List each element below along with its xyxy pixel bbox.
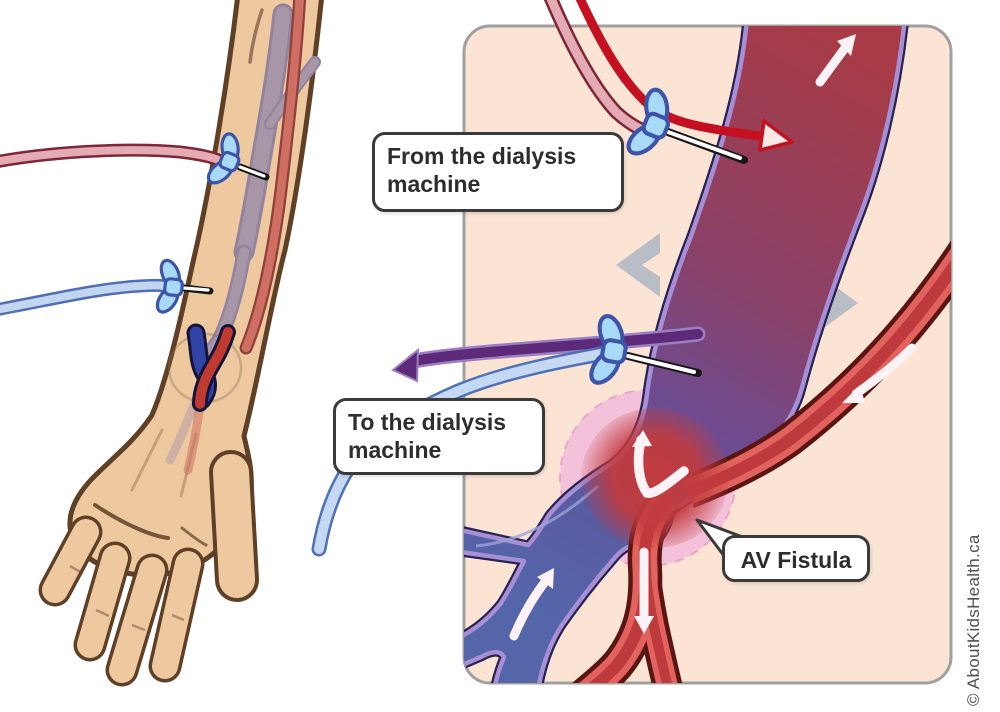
flow-arrowhead	[537, 568, 554, 589]
flow-arrowhead	[842, 385, 865, 403]
ring-finger	[73, 541, 132, 662]
to-dialysis-machine-label: To the dialysis machine	[333, 398, 545, 475]
index-finger	[148, 547, 205, 683]
finger-creases	[69, 564, 185, 632]
flow-arrowhead	[634, 616, 654, 634]
flow-arrows	[509, 34, 917, 712]
red-arrowhead-icon	[758, 119, 794, 152]
flow-arrow-up-icon	[815, 43, 850, 87]
copyright-text: © AboutKidsHealth.ca	[964, 534, 983, 706]
arm-illustration	[0, 0, 324, 687]
knuckle-crease	[180, 526, 208, 547]
arm-fistula-site	[167, 323, 243, 412]
av-fistula-label: AV Fistula	[722, 535, 870, 582]
artery-upper	[681, 240, 951, 508]
panel-vessels	[464, 26, 951, 712]
flow-arrowhead	[837, 34, 856, 56]
enlargement-arrow-left-icon	[616, 233, 660, 297]
needle	[666, 130, 742, 160]
middle-finger	[105, 553, 169, 687]
arm-muscle-line	[248, 8, 264, 64]
anastomosis-glow	[581, 408, 729, 548]
purple-arrowhead-icon	[391, 347, 420, 383]
needle	[626, 354, 696, 374]
hand-fingers	[38, 450, 259, 687]
needle	[238, 165, 266, 178]
arm-arterial-line	[0, 126, 270, 194]
pinky-finger	[38, 515, 103, 607]
thumb	[209, 450, 259, 602]
needle	[182, 286, 210, 292]
flow-arrowhead	[632, 430, 652, 447]
from-dialysis-machine-label: From the dialysis machine	[372, 132, 624, 212]
flow-arrow-tail	[652, 692, 658, 712]
arm-venous-line	[0, 254, 214, 319]
tendon-line	[130, 428, 164, 492]
panel-venous-flow	[391, 326, 706, 383]
knuckle-crease	[93, 503, 170, 540]
flow-arrow-uturn-icon	[633, 435, 689, 498]
